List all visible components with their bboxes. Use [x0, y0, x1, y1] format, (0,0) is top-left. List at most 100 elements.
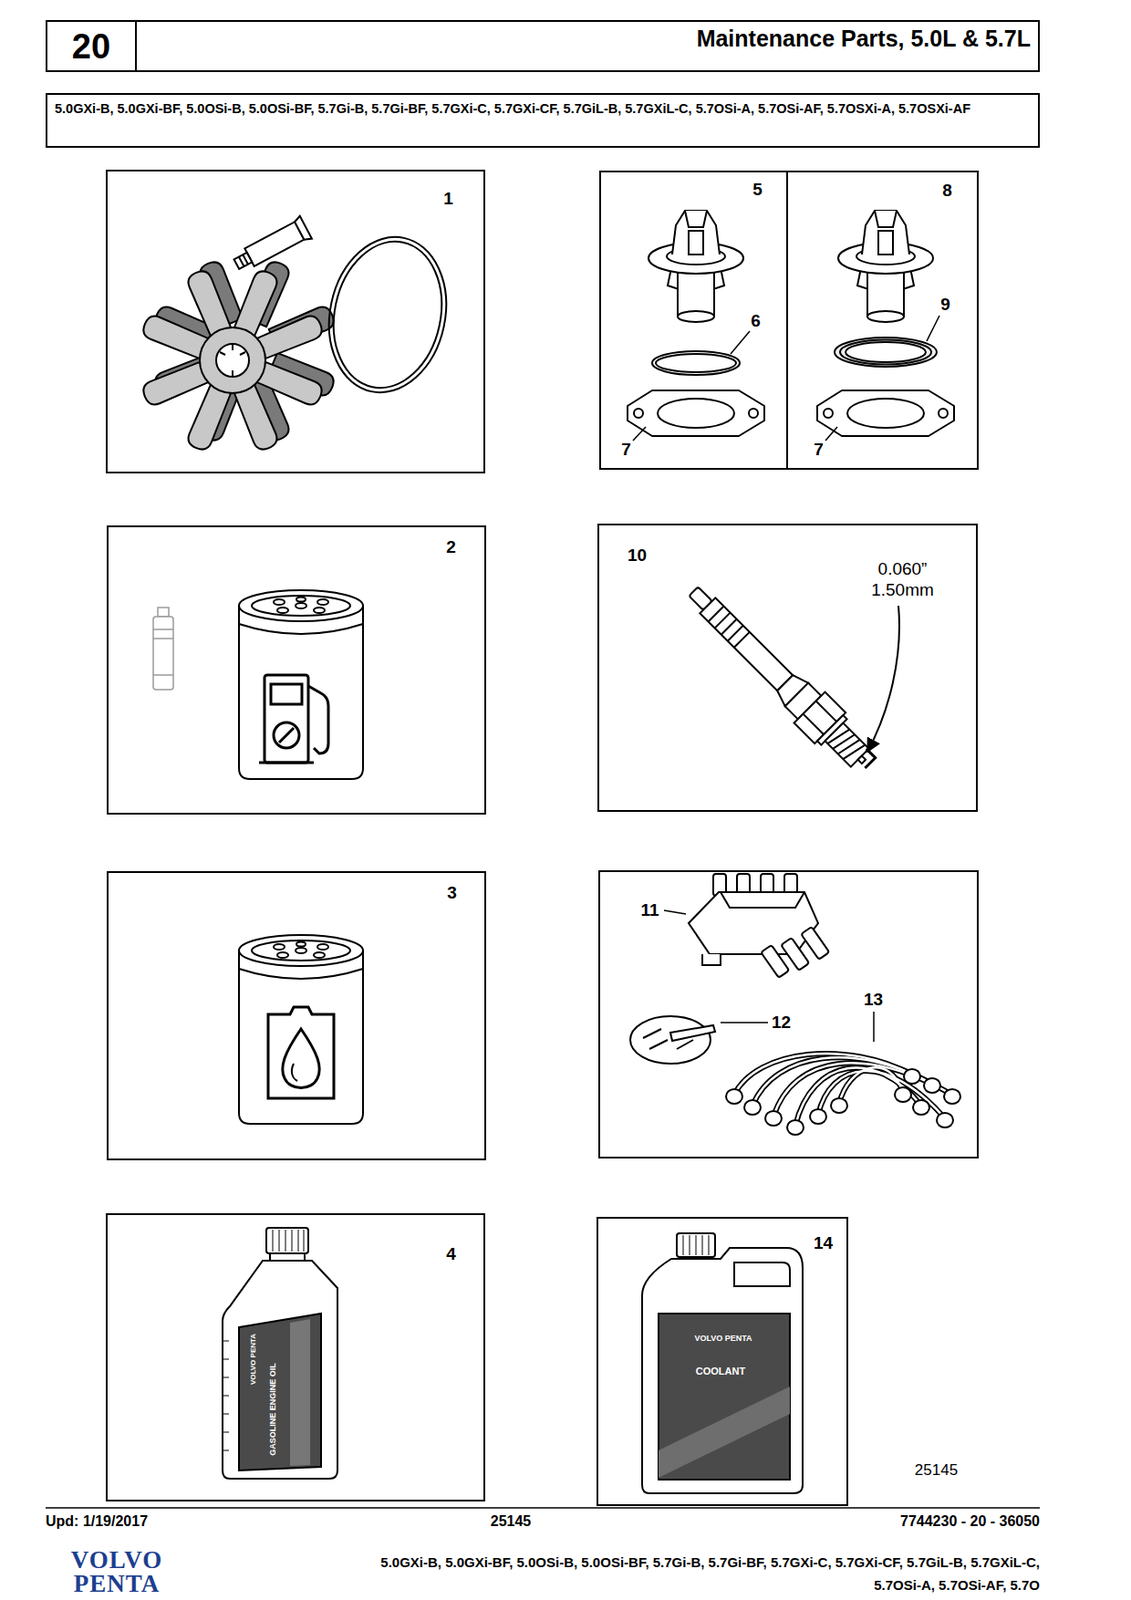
oil-icon	[268, 1006, 334, 1099]
ignition-wires	[734, 1053, 953, 1126]
ignition-wires	[830, 1098, 848, 1113]
callout-number: 2	[446, 537, 457, 557]
ignition-wires	[903, 1068, 921, 1084]
leader-line	[664, 910, 874, 1042]
oil-bottle	[290, 1318, 311, 1466]
fuel-pump-icon	[308, 685, 329, 754]
coolant-jug	[658, 1313, 790, 1480]
parts-panel: 4	[105, 1213, 486, 1502]
ignition-wires	[839, 1067, 903, 1104]
seal-ring	[845, 342, 926, 363]
grease-tube	[230, 216, 312, 276]
impeller	[256, 361, 325, 408]
product-text: COOLANT	[695, 1365, 746, 1377]
parts-panel: 3	[106, 871, 487, 1161]
parts-panel: 111213	[598, 870, 979, 1159]
callout-number: 7	[621, 439, 632, 459]
spark-plug	[677, 575, 883, 781]
callout-number: 4	[446, 1244, 457, 1264]
update-date: Upd: 1/19/2017	[45, 1513, 148, 1530]
parts-panel: 1425145	[596, 1216, 849, 1506]
distributor-cap	[688, 873, 830, 978]
oil-icon	[291, 1063, 298, 1081]
rotor	[630, 1016, 716, 1064]
spark-plug	[855, 748, 875, 768]
seal-ring	[840, 340, 932, 365]
oil-bottle	[222, 1227, 338, 1479]
callout-number: 13	[863, 989, 883, 1009]
dimension: 0.060”	[878, 559, 928, 579]
impeller	[219, 343, 246, 377]
ignition-wires	[795, 1067, 922, 1126]
leader-line	[720, 1021, 768, 1024]
callout-number: 12	[771, 1012, 791, 1032]
ignition-wires	[936, 1112, 954, 1128]
ignition-wires	[818, 1070, 945, 1119]
parts-panel: 1	[105, 169, 486, 474]
spark-plug	[708, 606, 750, 648]
parts-illustration	[238, 590, 364, 779]
impeller	[185, 268, 232, 337]
coolant-jug	[658, 1386, 790, 1478]
model-list-box: 5.0GXi-B, 5.0GXi-BF, 5.0OSi-B, 5.0OSi-BF…	[45, 93, 1040, 148]
illustration-number: 25145	[914, 1461, 958, 1479]
parts-illustration	[817, 390, 955, 436]
distributor-cap	[800, 926, 830, 960]
model-list: 5.0GXi-B, 5.0GXi-BF, 5.0OSi-B, 5.0OSi-BF…	[54, 100, 1031, 119]
callout-number: 9	[940, 294, 951, 314]
inline-fuel-filter	[153, 607, 174, 690]
brand-logo: PENTA	[73, 1570, 161, 1598]
o-ring	[314, 226, 460, 404]
ignition-wires	[944, 1089, 961, 1104]
o-ring	[652, 351, 740, 375]
spark-plug	[827, 725, 865, 763]
distributor-cap	[800, 926, 830, 960]
distributor-cap	[780, 937, 810, 971]
brand-text: VOLVO PENTA	[249, 1333, 259, 1385]
impeller	[256, 312, 325, 360]
ignition-wires	[894, 1087, 912, 1102]
model-list: 5.0GXi-B, 5.0GXi-BF, 5.0OSi-B, 5.0OSi-BF…	[380, 1555, 1040, 1571]
oil-bottle	[272, 1229, 304, 1252]
spark-plug	[858, 756, 866, 764]
grease-tube	[234, 252, 253, 270]
spark-plug	[825, 723, 870, 768]
parts-illustration	[648, 210, 744, 322]
fuel-pump-icon	[264, 674, 309, 763]
parts-panel: 8 9 7	[786, 170, 979, 470]
oil-bottle	[269, 1253, 305, 1261]
oil-bottle	[266, 1227, 309, 1254]
o-ring	[655, 353, 737, 373]
o-ring	[652, 351, 740, 375]
inline-fuel-filter	[157, 607, 169, 617]
illustration-number: 25145	[490, 1513, 532, 1530]
impeller	[233, 383, 281, 453]
oil-bottle	[222, 1340, 229, 1451]
ignition-wires	[726, 1053, 961, 1135]
coolant-jug	[683, 1234, 709, 1256]
seal-ring	[834, 337, 937, 367]
coolant-jug	[642, 1233, 803, 1494]
oil-bottle	[222, 1260, 338, 1479]
leader-line	[632, 426, 646, 441]
fuel-pump-icon	[273, 722, 300, 748]
catalog-reference: 7744230 - 20 - 36050	[900, 1513, 1040, 1530]
o-ring	[320, 231, 455, 399]
ignition-wires	[744, 1099, 761, 1115]
rotor	[670, 1025, 716, 1041]
callout-number: 8	[942, 180, 953, 200]
callout-number: 7	[813, 439, 824, 459]
leader-line	[664, 910, 686, 914]
seal-ring	[834, 337, 937, 367]
parts-illustration	[627, 390, 765, 436]
o-ring	[314, 226, 460, 404]
coolant-jug	[676, 1233, 716, 1257]
gap-arrow	[867, 605, 900, 752]
oil-icon	[282, 1028, 321, 1089]
parts-panel: 567	[599, 170, 789, 470]
coolant-jug	[642, 1247, 803, 1494]
leader-line	[872, 1011, 875, 1042]
